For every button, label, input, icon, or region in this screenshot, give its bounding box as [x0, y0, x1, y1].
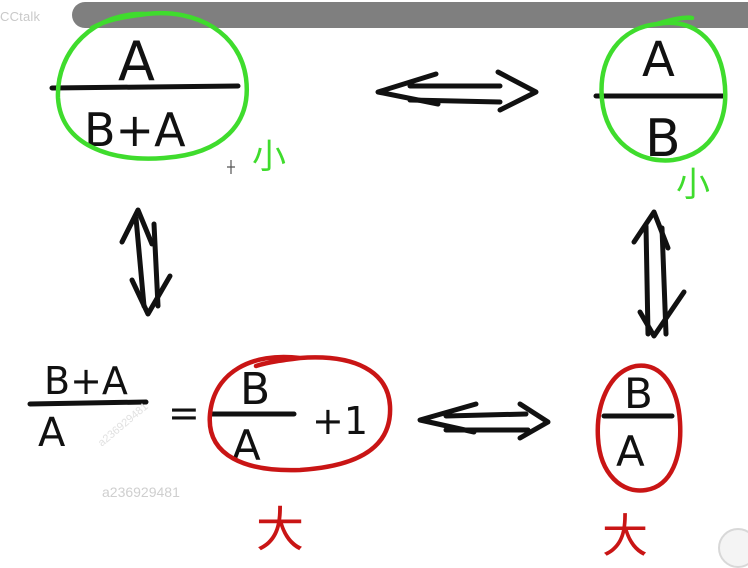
id-watermark: a236929481 — [102, 484, 180, 500]
bottom-right-denominator: A — [616, 427, 645, 476]
left-vertical-arrow — [119, 207, 173, 317]
top-right-numerator: A — [642, 32, 675, 88]
cctalk-logo: CCtalk — [0, 9, 41, 24]
top-right-green-circle — [599, 15, 728, 163]
bottom-left-denominator: A — [38, 410, 66, 456]
bottom-middle-red-circle — [207, 354, 393, 473]
right-vertical-arrow — [631, 209, 687, 339]
top-right-small-note: 小 — [676, 166, 710, 204]
bottom-left-fraction-bar — [27, 399, 149, 407]
pen-cursor-icon — [227, 160, 235, 174]
bottom-right-red-circle — [595, 363, 683, 493]
bottom-middle-numerator: B — [240, 364, 270, 415]
bottom-middle-large-note: 大 — [256, 504, 304, 557]
bottom-equivalence-arrow — [417, 401, 551, 441]
bottom-left-equals: = — [168, 391, 200, 435]
top-equivalence-arrow — [375, 69, 539, 113]
bottom-middle-plus-one: +1 — [312, 399, 368, 443]
bottom-right-numerator: B — [624, 369, 653, 418]
corner-widget-icon[interactable] — [718, 528, 748, 568]
bottom-left-fraction: B+A A = — [27, 359, 200, 456]
bottom-left-numerator: B+A — [44, 359, 128, 403]
bottom-middle-expression: B A +1 — [209, 364, 368, 470]
top-left-numerator: A — [118, 30, 155, 93]
top-left-denominator: B+A — [84, 103, 186, 157]
top-left-fraction-bar — [49, 83, 241, 91]
top-left-small-note: 小 — [252, 138, 286, 176]
bottom-right-large-note: 大 — [602, 510, 648, 560]
top-left-fraction: A B+A — [49, 30, 241, 157]
bottom-right-fraction: B A — [601, 369, 675, 476]
top-left-green-circle — [55, 10, 249, 161]
